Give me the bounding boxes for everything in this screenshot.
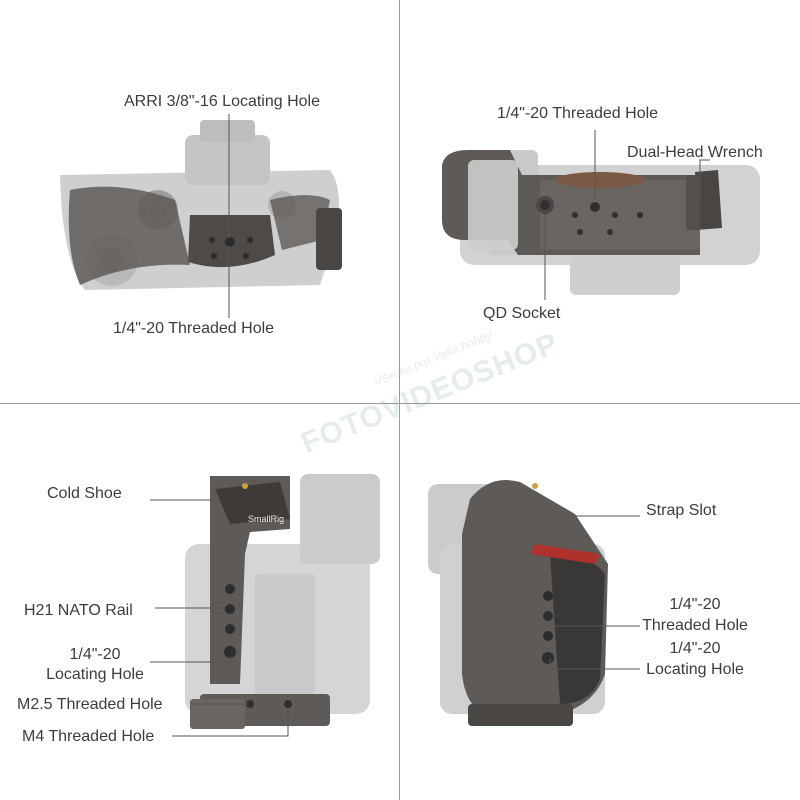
- strap-slot-label: Strap Slot: [646, 502, 717, 519]
- right-side-illustration: [428, 480, 640, 726]
- top-view-illustration: [60, 114, 342, 318]
- threaded-hole-label-top-left: 1/4"-20 Threaded Hole: [113, 320, 275, 337]
- threaded-hole-label-top-right: 1/4"-20 Threaded Hole: [497, 105, 659, 122]
- bottom-view-illustration: [442, 130, 760, 300]
- dual-head-wrench-label: Dual-Head Wrench: [627, 144, 763, 161]
- cold-shoe-label: Cold Shoe: [47, 485, 122, 502]
- m4-threaded-hole-label: M4 Threaded Hole: [22, 728, 155, 745]
- vertical-divider: [399, 0, 400, 800]
- m25-threaded-hole-label: M2.5 Threaded Hole: [17, 696, 163, 713]
- locating-hole-label-left-line2: Locating Hole: [46, 666, 144, 683]
- locating-hole-label-right-line1: 1/4"-20: [669, 640, 721, 657]
- brand-logo-text: SmallRig: [248, 514, 285, 524]
- horizontal-divider: [0, 403, 800, 404]
- threaded-hole-label-right-line2: Threaded Hole: [642, 617, 748, 634]
- arri-locating-hole-label: ARRI 3/8"-16 Locating Hole: [124, 93, 321, 110]
- locating-hole-label-left-line1: 1/4"-20: [69, 646, 121, 663]
- threaded-hole-label-right-line1: 1/4"-20: [669, 596, 721, 613]
- left-side-illustration: [150, 474, 380, 737]
- locating-hole-label-right-line2: Locating Hole: [646, 661, 744, 678]
- nato-rail-label: H21 NATO Rail: [24, 602, 133, 619]
- qd-socket-label: QD Socket: [483, 305, 561, 322]
